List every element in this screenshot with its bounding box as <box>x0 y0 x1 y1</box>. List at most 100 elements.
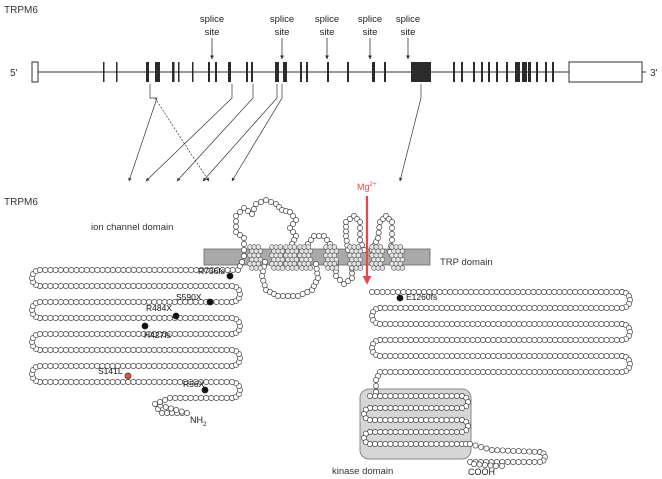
amino-acid-bead <box>135 331 142 337</box>
amino-acid-bead <box>151 379 158 385</box>
amino-acid-bead <box>562 369 569 375</box>
amino-acid-bead <box>577 353 584 359</box>
amino-acid-bead <box>343 237 350 244</box>
amino-acid-bead <box>438 405 445 411</box>
exon <box>178 62 180 82</box>
amino-acid-bead <box>577 305 584 311</box>
splice-label-word: splice <box>358 14 382 25</box>
amino-acid-bead <box>500 353 507 359</box>
amino-acid-bead <box>562 353 569 359</box>
amino-acid-bead <box>99 299 106 305</box>
amino-acid-bead <box>598 353 605 359</box>
amino-acid-bead <box>357 225 363 231</box>
amino-acid-bead <box>94 331 101 337</box>
amino-acid-bead <box>546 337 553 343</box>
mutation-label: E1260fs <box>406 292 437 302</box>
amino-acid-bead <box>423 417 430 423</box>
amino-acid-bead <box>572 305 579 311</box>
amino-acid-bead <box>290 221 296 227</box>
amino-acid-bead <box>485 305 492 311</box>
amino-acid-bead <box>583 305 589 311</box>
amino-acid-bead <box>389 289 396 295</box>
amino-acid-bead <box>140 363 147 369</box>
exon <box>251 62 253 82</box>
amino-acid-bead <box>402 369 409 375</box>
amino-acid-bead <box>448 441 455 447</box>
amino-acid-bead <box>566 289 573 295</box>
amino-acid-bead <box>510 447 517 454</box>
tm-helix-bead <box>279 265 286 271</box>
amino-acid-bead <box>357 231 363 237</box>
amino-acid-bead <box>135 315 142 321</box>
exon <box>545 62 547 82</box>
mutation-label: S141L <box>98 366 123 376</box>
tm-helix-bead <box>293 265 300 271</box>
amino-acid-bead <box>454 305 461 311</box>
amino-acid-bead <box>321 233 327 239</box>
splice-site-5: splice site <box>396 14 420 60</box>
amino-acid-bead <box>469 337 476 343</box>
large-exon <box>411 62 431 82</box>
site-label-word: site <box>205 27 220 38</box>
nh2-text: NH <box>190 415 203 425</box>
amino-acid-bead <box>109 299 116 305</box>
amino-acid-bead <box>178 408 185 415</box>
amino-acid-bead <box>418 337 425 343</box>
amino-acid-bead <box>182 347 189 353</box>
amino-acid-bead <box>428 429 435 435</box>
mutation-dot <box>396 294 404 302</box>
amino-acid-bead <box>490 321 497 327</box>
amino-acid-bead <box>572 369 579 375</box>
amino-acid-bead <box>397 417 404 423</box>
amino-acid-bead <box>213 379 220 385</box>
amino-acid-bead <box>438 321 445 327</box>
amino-acid-bead <box>490 353 497 359</box>
amino-acid-bead <box>387 429 394 435</box>
amino-acid-bead <box>73 299 80 305</box>
amino-acid-bead <box>78 315 85 321</box>
exon <box>300 62 302 82</box>
exon <box>481 62 483 82</box>
amino-acid-bead <box>438 353 445 359</box>
amino-acid-bead <box>531 337 538 343</box>
amino-acid-bead <box>392 405 399 411</box>
amino-acid-bead <box>262 259 268 265</box>
amino-acid-bead <box>125 299 132 305</box>
amino-acid-bead <box>316 233 322 239</box>
amino-acid-bead <box>540 289 547 295</box>
amino-acid-bead <box>208 379 215 385</box>
amino-acid-bead <box>613 289 620 295</box>
amino-acid-bead <box>577 369 584 375</box>
amino-acid-bead <box>88 347 95 353</box>
amino-acid-bead <box>52 363 59 369</box>
amino-acid-bead <box>78 331 85 337</box>
amino-acid-bead <box>62 363 69 369</box>
amino-acid-bead <box>531 369 538 375</box>
exon <box>506 62 508 82</box>
amino-acid-bead <box>474 321 481 327</box>
amino-acid-bead <box>474 337 481 343</box>
nh2-terminus-label: NH2 <box>190 415 207 428</box>
amino-acid-bead <box>68 267 75 273</box>
amino-acid-bead <box>526 321 533 327</box>
amino-acid-bead <box>377 321 383 327</box>
amino-acid-bead <box>156 363 163 369</box>
amino-acid-bead <box>397 305 404 311</box>
amino-acid-bead <box>387 369 394 375</box>
amino-acid-bead <box>104 347 111 353</box>
amino-acid-bead <box>42 283 49 289</box>
exon <box>384 62 386 82</box>
amino-acid-bead <box>438 337 445 343</box>
exon <box>327 62 329 82</box>
amino-acid-bead <box>223 395 230 401</box>
amino-acid-bead <box>480 369 486 375</box>
amino-acid-bead <box>510 305 517 311</box>
amino-acid-bead <box>551 289 558 295</box>
amino-acid-bead <box>587 289 594 295</box>
amino-acid-bead <box>94 283 101 289</box>
amino-acid-bead <box>104 331 111 337</box>
amino-acid-bead <box>526 337 533 343</box>
amino-acid-bead <box>407 393 414 399</box>
amino-acid-bead <box>377 429 384 435</box>
amino-acid-bead <box>78 267 85 273</box>
